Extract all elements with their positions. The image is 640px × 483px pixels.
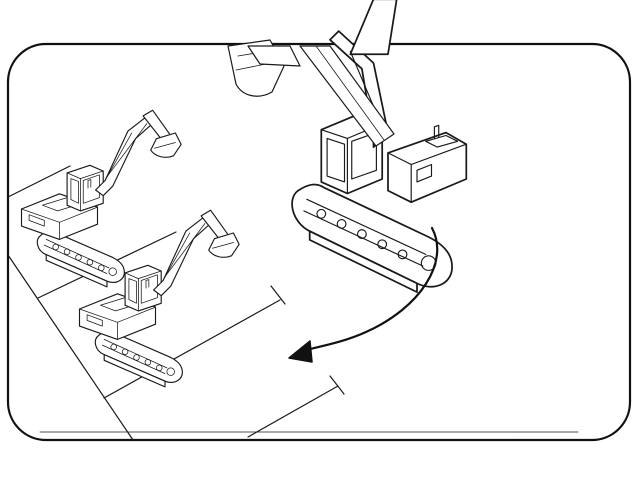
curved-arrow-icon	[288, 226, 439, 363]
excavator-icon	[78, 209, 240, 388]
excavator-icon	[20, 109, 182, 288]
diagram-frame	[6, 42, 632, 442]
parking-bay-lines	[7, 165, 345, 441]
bucket-icon	[227, 39, 395, 147]
